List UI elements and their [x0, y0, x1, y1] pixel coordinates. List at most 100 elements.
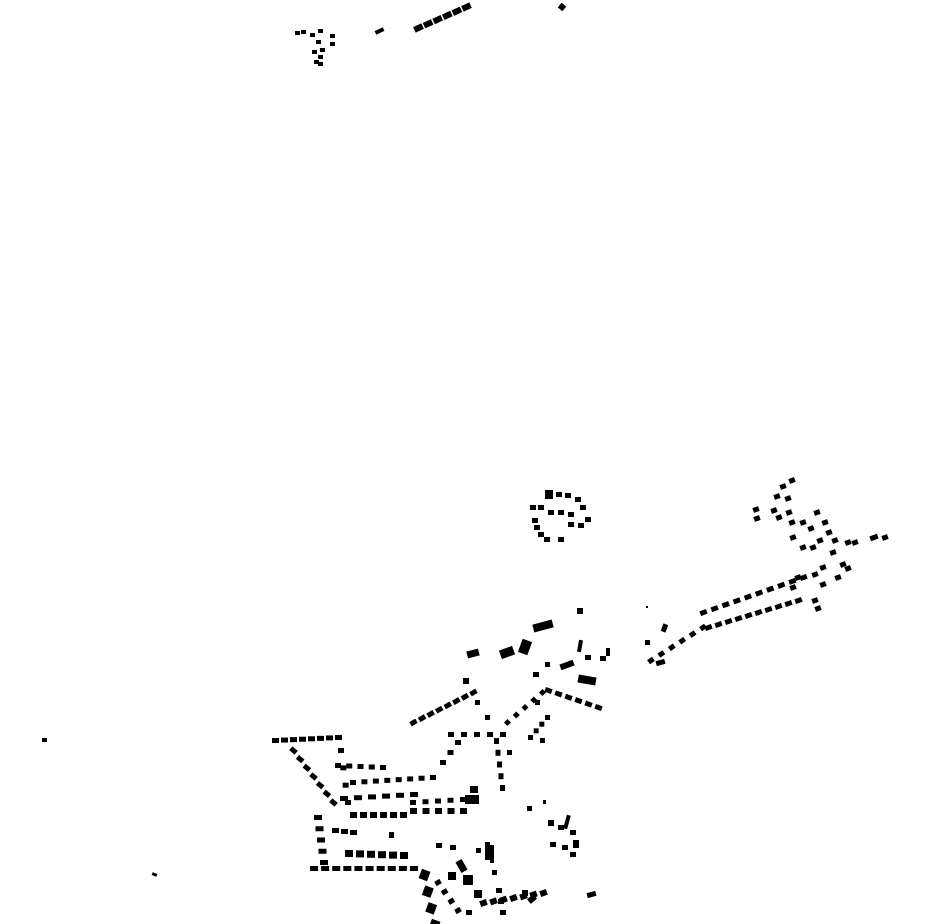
- building-footprint: [490, 845, 494, 863]
- building-footprint: [455, 740, 461, 745]
- building-footprint: [521, 703, 529, 712]
- building-footprint: [821, 519, 829, 526]
- building-footprint: [440, 888, 449, 896]
- building-footprint: [556, 492, 562, 497]
- building-footprint: [657, 650, 666, 658]
- building-footprint: [784, 495, 792, 502]
- building-footprint: [699, 608, 708, 617]
- building-footprint: [811, 571, 819, 578]
- building-footprint: [350, 830, 357, 835]
- building-footprint: [544, 537, 550, 542]
- building-footprint: [487, 732, 493, 737]
- building-footprint: [417, 714, 427, 723]
- building-footprint: [788, 477, 796, 484]
- building-footprint: [539, 888, 548, 898]
- building-footprint: [422, 808, 430, 814]
- building-footprint: [744, 611, 753, 620]
- building-footprint: [475, 700, 480, 705]
- building-footprint: [753, 515, 761, 522]
- building-footprint: [773, 493, 781, 500]
- building-footprint: [535, 700, 540, 705]
- building-footprint: [688, 630, 697, 638]
- building-footprint: [568, 522, 574, 527]
- building-footprint: [343, 866, 352, 871]
- building-footprint: [322, 789, 332, 798]
- building-footprint: [509, 893, 518, 903]
- building-footprint: [533, 728, 539, 734]
- building-footprint: [754, 589, 764, 597]
- building-footprint: [367, 850, 375, 858]
- building-footprint: [318, 848, 327, 854]
- building-footprint: [310, 866, 318, 871]
- building-footprint: [317, 735, 324, 741]
- building-footprint: [577, 608, 583, 614]
- building-footprint: [492, 870, 497, 875]
- building-footprint: [829, 549, 837, 556]
- building-footprint: [534, 525, 540, 530]
- building-footprint: [764, 605, 773, 614]
- building-footprint: [512, 711, 520, 719]
- building-footprint: [329, 798, 338, 807]
- building-footprint: [281, 737, 288, 743]
- building-footprint: [460, 797, 466, 802]
- building-footprint: [562, 845, 568, 850]
- building-footprint: [302, 763, 312, 772]
- building-footprint: [500, 785, 505, 791]
- building-footprint: [400, 852, 408, 859]
- building-footprint: [310, 33, 315, 37]
- building-footprint: [455, 859, 468, 873]
- building-footprint: [660, 623, 669, 633]
- building-footprint: [532, 518, 538, 523]
- building-footprint: [489, 897, 498, 906]
- building-footprint: [418, 868, 431, 882]
- building-footprint: [435, 808, 442, 814]
- building-footprint: [851, 539, 859, 546]
- building-footprint: [357, 764, 364, 769]
- building-footprint: [378, 851, 386, 859]
- building-footprint: [321, 866, 330, 871]
- building-footprint: [839, 561, 847, 568]
- building-footprint: [318, 62, 323, 66]
- building-footprint: [545, 490, 553, 499]
- building-footprint: [570, 852, 576, 857]
- building-footprint: [564, 693, 573, 701]
- building-footprint: [320, 48, 325, 52]
- building-footprint: [495, 749, 501, 756]
- building-footprint: [565, 493, 571, 498]
- building-footprint: [809, 544, 817, 551]
- building-footprint: [428, 918, 441, 924]
- building-footprint: [330, 34, 335, 38]
- building-footprint: [290, 737, 297, 743]
- building-footprint: [476, 848, 481, 853]
- building-footprint: [558, 510, 564, 515]
- building-footprint: [410, 866, 418, 871]
- building-footprint: [309, 772, 318, 781]
- building-footprint: [574, 697, 583, 705]
- building-footprint: [559, 659, 575, 671]
- building-footprint: [365, 866, 374, 871]
- building-footprint: [346, 763, 353, 769]
- building-footprint: [368, 764, 375, 770]
- building-footprint: [600, 656, 606, 661]
- building-footprint: [570, 830, 576, 835]
- building-footprint: [410, 808, 417, 814]
- building-footprint: [389, 832, 394, 838]
- building-footprint: [811, 597, 819, 604]
- building-footprint: [452, 697, 461, 705]
- building-footprint: [770, 507, 778, 514]
- building-footprint: [469, 688, 478, 697]
- building-footprint: [370, 812, 377, 818]
- building-footprint: [528, 735, 533, 740]
- building-footprint: [606, 648, 610, 656]
- building-footprint: [460, 808, 467, 814]
- building-footprint: [316, 40, 321, 44]
- building-footprint: [834, 574, 842, 581]
- building-footprint: [825, 529, 833, 536]
- building-footprint: [496, 888, 502, 893]
- building-footprint: [342, 782, 349, 788]
- building-footprint: [497, 761, 502, 768]
- building-footprint: [272, 738, 279, 743]
- building-footprint: [318, 29, 323, 33]
